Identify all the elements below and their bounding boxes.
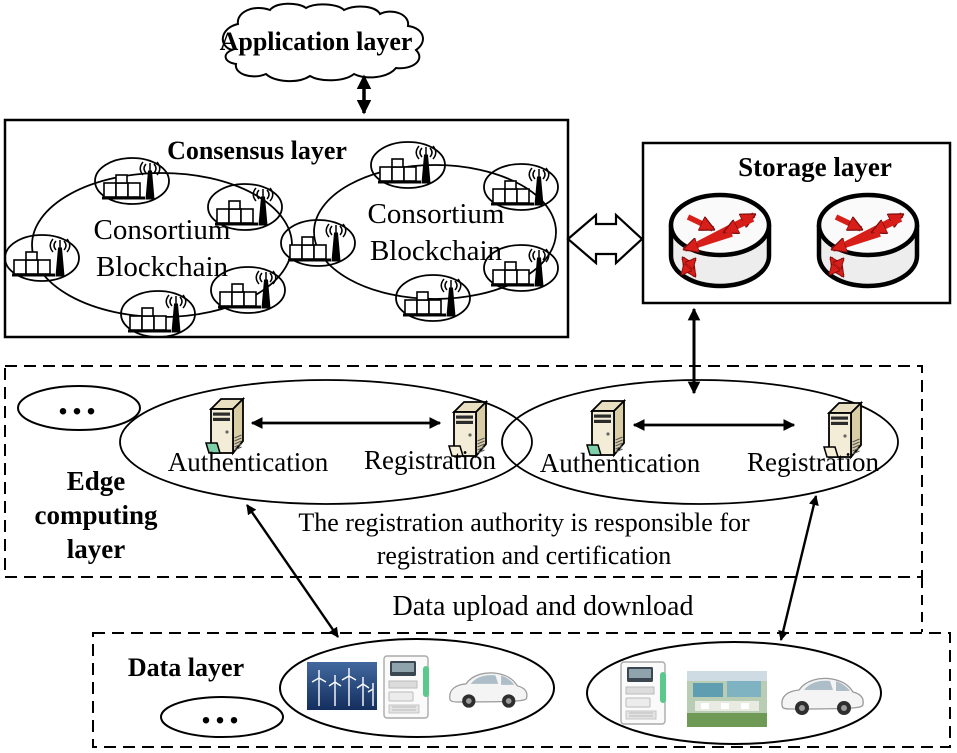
server-auth-icon	[204, 398, 244, 454]
smart-meter-photo	[620, 661, 667, 725]
edge-cluster-left-ellipse	[119, 379, 533, 505]
data-layer-box	[92, 632, 951, 748]
authentication-label-left: Authentication	[167, 447, 329, 477]
electric-car-photo	[449, 672, 528, 709]
wind-farm-photo	[307, 662, 377, 710]
edge-layer-box	[4, 365, 923, 578]
router-icon	[819, 195, 917, 286]
server-reg-icon	[447, 401, 487, 457]
consensus-layer-title: Consensus layer	[167, 136, 347, 165]
server-reg-icon	[822, 402, 862, 458]
router-icon	[671, 195, 769, 286]
registration-label-right: Registration	[747, 447, 879, 477]
data-more-ellipse	[160, 696, 284, 738]
consortium-right-line2: Blockchain	[369, 235, 503, 267]
storage-layer-title: Storage layer	[738, 152, 892, 182]
data-layer-title: Data layer	[127, 653, 245, 682]
electric-car-photo	[781, 677, 864, 716]
consortium-right-line1: Consortium	[367, 198, 505, 230]
edge-cluster-right-ellipse	[501, 379, 899, 505]
note-line2: registration and certification	[376, 541, 672, 570]
cloud-icon	[222, 2, 424, 82]
edge-title-line3: layer	[66, 534, 126, 564]
registration-label-left: Registration	[364, 445, 496, 475]
server-auth-icon	[585, 400, 625, 456]
edge-title-line2: computing	[34, 500, 158, 530]
consortium-blockchain-ellipse-right	[313, 164, 557, 300]
data-upload-label: Data upload and download	[392, 591, 694, 622]
data-group-left-ellipse	[279, 638, 555, 738]
consensus-storage-arrow	[566, 212, 644, 266]
edge-title-line1: Edge	[66, 466, 126, 496]
note-line1: The registration authority is responsibl…	[298, 508, 750, 537]
authentication-label-right: Authentication	[539, 448, 701, 478]
data-ellipsis: ...	[201, 687, 243, 732]
edge-layer-title: Edge computing layer	[6, 464, 186, 566]
storage-layer-box	[641, 141, 952, 305]
smart-meter-photo	[383, 655, 430, 719]
data-group-right-ellipse	[586, 641, 882, 745]
application-layer-label: Application layer	[219, 27, 413, 56]
consensus-layer-box	[3, 118, 570, 339]
edge-data-arrow-right	[778, 495, 819, 641]
registration-note: The registration authority is responsibl…	[224, 506, 824, 572]
edge-data-arrow-left	[246, 504, 339, 638]
consortium-left-line2: Blockchain	[95, 251, 229, 283]
edge-ellipsis: ...	[58, 378, 100, 423]
consortium-left-line1: Consortium	[93, 214, 231, 246]
power-plant-photo	[687, 671, 767, 727]
blockchain-node-ellipses	[4, 141, 559, 338]
edge-more-ellipse	[17, 385, 141, 431]
